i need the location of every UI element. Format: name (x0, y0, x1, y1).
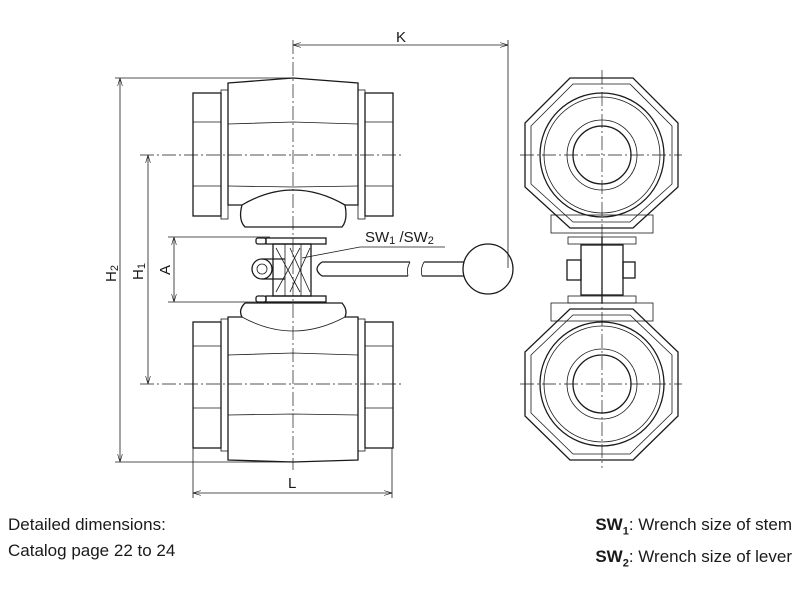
side-view (520, 70, 682, 468)
lever-handle (316, 243, 514, 295)
stem-assembly (251, 237, 327, 303)
wrench-size-legend: SW1: Wrench size of stem SW2: Wrench siz… (595, 512, 792, 577)
front-view: SW1 /SW2 K H2 H1 A (103, 29, 514, 498)
upper-valve-body (192, 77, 394, 228)
dimensions-note: Detailed dimensions: Catalog page 22 to … (8, 512, 175, 564)
lower-port-octagon (524, 302, 679, 461)
lower-valve-body (192, 302, 394, 463)
svg-text:A: A (157, 265, 174, 275)
upper-port-octagon (524, 77, 679, 234)
sw-callout-label: SW1 /SW2 (365, 229, 434, 247)
svg-text:H2: H2 (103, 265, 121, 282)
dimension-h2: H2 (103, 77, 293, 463)
dimension-h1: H1 (130, 155, 148, 384)
svg-text:L: L (288, 475, 296, 492)
legend-sw2: SW2: Wrench size of lever (595, 547, 792, 570)
dimension-l: L (192, 448, 393, 498)
note-line-2: Catalog page 22 to 24 (8, 541, 176, 560)
side-stem (566, 236, 637, 304)
note-line-1: Detailed dimensions: (8, 515, 166, 534)
svg-text:K: K (396, 29, 406, 46)
dimension-a: A (157, 236, 270, 303)
legend-sw1: SW1: Wrench size of stem (595, 515, 792, 538)
dimension-k: K (293, 29, 509, 268)
svg-text:H1: H1 (130, 263, 148, 280)
